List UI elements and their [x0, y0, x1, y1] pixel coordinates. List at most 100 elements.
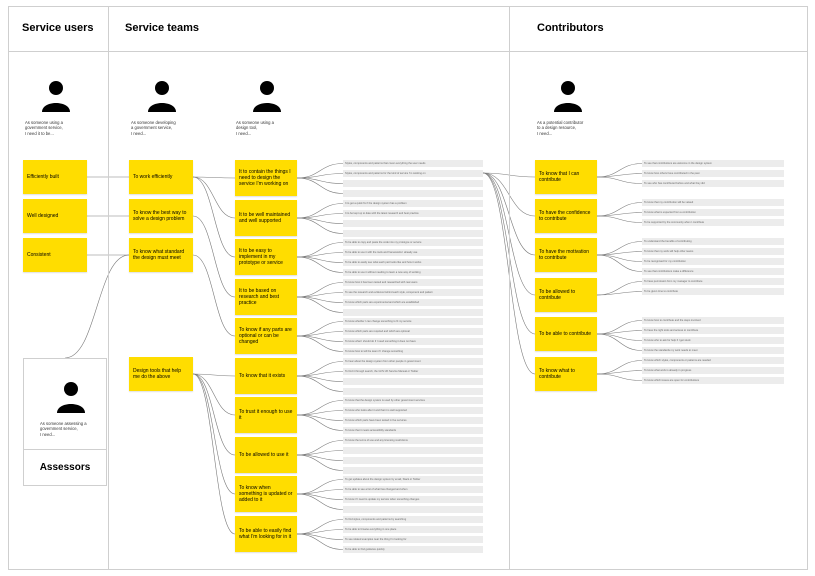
sticky-tool-need: To trust it enough to use it	[235, 397, 297, 433]
note-row: To be able to easily see what each part …	[343, 259, 483, 266]
sticky-tool-need: To be able to easily find what I'm looki…	[235, 516, 297, 552]
connector-line	[296, 335, 344, 352]
tool-notes-group: To be able to copy and paste the code in…	[343, 239, 483, 276]
note-row: To be able to use it without needing to …	[343, 269, 483, 276]
sticky-tool-need: To know when something is updated or add…	[235, 476, 297, 512]
sticky-contributor-need: To be able to contribute	[535, 317, 597, 351]
note-row: To be recognised for my contribution	[642, 258, 784, 265]
sticky-contributor-need: To be allowed to contribute	[535, 278, 597, 312]
connector-line	[296, 242, 344, 258]
person-icon	[57, 382, 85, 413]
connector-line	[192, 176, 236, 219]
note-row: To know that my work will help other tea…	[642, 248, 784, 255]
outer-right-border	[807, 6, 808, 570]
connector-line	[192, 373, 236, 377]
connector-line	[596, 281, 643, 296]
connector-line	[192, 176, 236, 179]
note-row: To be able to find guidance quickly	[343, 546, 483, 553]
persona-assessor: As someone assessing a government servic…	[40, 379, 120, 437]
note-row: To know which parts have been tested in …	[343, 417, 483, 424]
connector-line	[296, 533, 344, 550]
persona-text: As someone assessing a government servic…	[40, 421, 87, 437]
note-row: To see related examples near the thing I…	[343, 536, 483, 543]
contributor-notes-group: To know how to contribute and the steps …	[642, 317, 784, 354]
sticky-team-need: To know what standard the design must me…	[129, 238, 193, 272]
tool-notes-group: It to get a quick fix if the design syst…	[343, 200, 483, 237]
connector-line	[296, 454, 344, 471]
note-row: To know how it has been tested and resea…	[343, 279, 483, 286]
note-row	[343, 388, 483, 395]
connector-line	[596, 291, 643, 296]
note-row: It to be kept up to date with the latest…	[343, 210, 483, 217]
connector-line	[296, 203, 344, 219]
note-row	[343, 457, 483, 464]
connector-line	[596, 254, 643, 262]
connector-line	[192, 176, 236, 258]
person-icon	[253, 81, 281, 112]
note-row: To understand the benefits of contributi…	[642, 238, 784, 245]
note-row	[343, 220, 483, 227]
note-row: Styles, components and patterns for the …	[343, 170, 483, 177]
person-icon	[148, 81, 176, 112]
note-row: To know what work is already in progress	[642, 367, 784, 374]
note-row: To know the terms of use and any licensi…	[343, 437, 483, 444]
sticky-team-need: To know the best way to solve a design p…	[129, 199, 193, 233]
note-row: To know who looks after it and that it i…	[343, 407, 483, 414]
note-row: To know which issues are open for contri…	[642, 377, 784, 384]
sticky-contributor-need: To have the motivation to contribute	[535, 238, 597, 272]
note-row: To see the research and evidence behind …	[343, 289, 483, 296]
sticky-contributor-need: To know what to contribute	[535, 357, 597, 391]
tool-notes-group: Styles, components and patterns that cov…	[343, 160, 483, 197]
note-row: To be able to use it with the tools and …	[343, 249, 483, 256]
sticky-tool-need: To be allowed to use it	[235, 437, 297, 473]
connector-line	[192, 215, 236, 298]
assessors-divider	[24, 449, 106, 450]
connector-line	[192, 373, 236, 456]
column-title-service-teams: Service teams	[125, 22, 199, 34]
sticky-tool-need: To know that it exists	[235, 358, 297, 394]
connector-line	[296, 256, 344, 273]
connector-line	[296, 177, 344, 194]
column-title-contributors: Contributors	[537, 22, 604, 34]
connector-line	[296, 375, 344, 392]
tool-notes-group: To know the terms of use and any licensi…	[343, 437, 483, 474]
note-row	[343, 190, 483, 197]
note-row: To be supported by the community when I …	[642, 219, 784, 226]
tool-notes-group: To know whether I can change something t…	[343, 318, 483, 355]
sticky-tool-need: It to be well maintained and well suppor…	[235, 200, 297, 236]
person-icon	[554, 81, 582, 112]
sticky-tool-need: It to contain the things I need to desig…	[235, 160, 297, 196]
connector-line	[296, 296, 344, 313]
note-row: To get updates about the design system b…	[343, 476, 483, 483]
sticky-contributor-need: To know that I can contribute	[535, 160, 597, 194]
sticky-user-need: Consistent	[23, 238, 87, 272]
note-row	[343, 180, 483, 187]
connector-line	[596, 176, 643, 184]
connector-line	[596, 254, 643, 272]
persona-contributor: As a potential contributor to a design r…	[537, 78, 617, 136]
connector-line	[596, 215, 643, 223]
note-row: To know which styles, components or patt…	[642, 357, 784, 364]
note-row: To hear about the design system from oth…	[343, 358, 483, 365]
connector-line	[596, 360, 643, 375]
tool-notes-group: To get updates about the design system b…	[343, 476, 483, 513]
note-row	[343, 230, 483, 237]
connector-line	[296, 519, 344, 535]
connector-line	[596, 333, 643, 351]
note-row: To know that the design system is used b…	[343, 397, 483, 404]
note-row	[343, 309, 483, 316]
persona-text: As someone using a design tool, I need..…	[236, 120, 274, 136]
outer-bottom-border	[8, 569, 808, 570]
connector-line	[596, 163, 643, 178]
note-row: To be able to browse everything in one p…	[343, 526, 483, 533]
sticky-contributor-need: To have the confidence to contribute	[535, 199, 597, 233]
connector-line	[192, 373, 236, 416]
note-row: To find it through search, the GOV.UK Se…	[343, 368, 483, 375]
note-row: To have the right tools and access to co…	[642, 327, 784, 334]
connector-line	[596, 320, 643, 335]
note-row: Styles, components and patterns that cov…	[343, 160, 483, 167]
connector-line	[596, 241, 643, 256]
note-row: To know the standards my work needs to m…	[642, 347, 784, 354]
note-row: To have permission from my manager to co…	[642, 278, 784, 285]
note-row: To know how to contribute and the steps …	[642, 317, 784, 324]
